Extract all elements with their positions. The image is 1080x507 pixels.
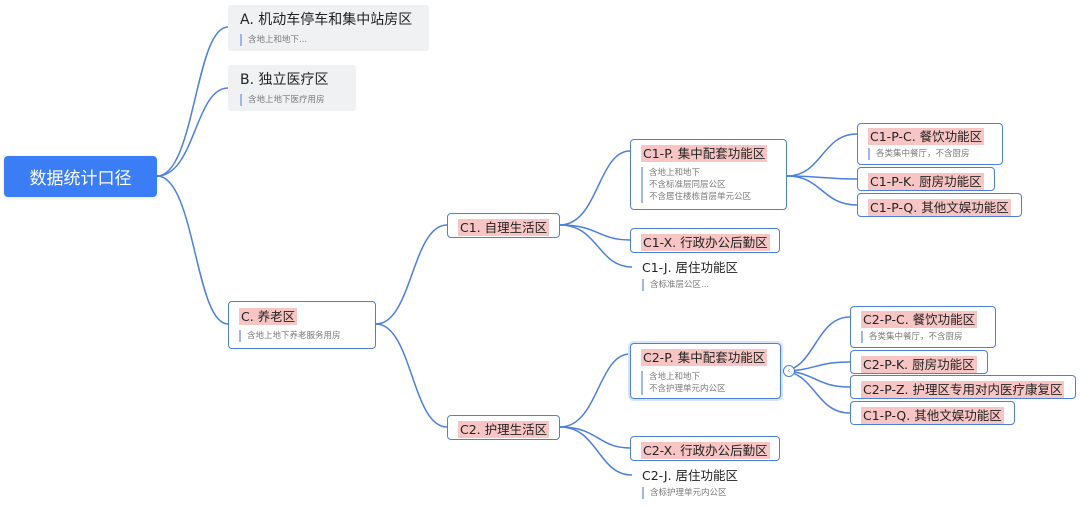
connector-c-c2 xyxy=(375,323,448,428)
node-c2x-title: C2-X. 行政办公后勤区 xyxy=(641,442,770,459)
node-c2p-title: C2-P. 集中配套功能区 xyxy=(641,349,768,366)
collapse-toggle-icon[interactable]: ‹ xyxy=(783,365,795,377)
node-c1pk-title: C1-P-K. 厨房功能区 xyxy=(868,173,984,190)
node-c1pq-title: C1-P-Q. 其他文娱功能区 xyxy=(868,199,1011,216)
node-c1p-note-1: 含地上和地下 xyxy=(649,168,701,178)
node-c1j-title: C1-J. 居住功能区 xyxy=(642,260,739,275)
node-a[interactable]: A. 机动车停车和集中站房区 含地上和地下... xyxy=(228,5,429,51)
node-c1pc[interactable]: C1-P-C. 餐饮功能区 各类集中餐厅，不含厨房 xyxy=(857,123,1003,165)
node-c2pz-title: C2-P-Z. 护理区专用对内医疗康复区 xyxy=(861,381,1065,398)
node-c1p-title: C1-P. 集中配套功能区 xyxy=(641,145,768,162)
node-c2p-notes: 含地上和地下 不含护理单元内公区 xyxy=(641,371,780,395)
root-node[interactable]: 数据统计口径 xyxy=(4,156,157,197)
node-c2pk-title: C2-P-K. 厨房功能区 xyxy=(861,356,977,373)
node-c2j[interactable]: C2-J. 居住功能区 含标护理单元内公区 xyxy=(632,465,772,503)
node-a-title: A. 机动车停车和集中站房区 xyxy=(240,12,413,28)
node-c1x[interactable]: C1-X. 行政办公后勤区 xyxy=(630,228,780,253)
connector-c2-c2p xyxy=(559,353,631,428)
node-c2pc-title: C2-P-C. 餐饮功能区 xyxy=(861,311,978,328)
node-c2pq[interactable]: C1-P-Q. 其他文娱功能区 xyxy=(850,401,1015,425)
node-c2pc-note: 各类集中餐厅，不含厨房 xyxy=(861,331,995,343)
connector-root-b xyxy=(156,87,229,177)
node-c2j-title: C2-J. 居住功能区 xyxy=(642,468,739,483)
node-a-note: 含地上和地下... xyxy=(240,34,429,46)
connector-c1p-c1pq xyxy=(786,175,858,206)
connector-c2p-c2pq xyxy=(780,370,851,414)
node-c2pq-title: C1-P-Q. 其他文娱功能区 xyxy=(861,407,1004,424)
node-c1p-notes: 含地上和地下 不含标准层同层公区 不含居住楼栋首层单元公区 xyxy=(641,167,786,203)
node-c1p-note-2: 不含标准层同层公区 xyxy=(649,180,726,190)
root-label: 数据统计口径 xyxy=(29,169,132,189)
node-c1j[interactable]: C1-J. 居住功能区 含标准层公区... xyxy=(632,257,762,293)
node-c2j-note: 含标护理单元内公区 xyxy=(642,487,772,499)
node-c2pz[interactable]: C2-P-Z. 护理区专用对内医疗康复区 xyxy=(850,375,1076,399)
node-c1j-note: 含标准层公区... xyxy=(642,279,762,291)
node-c-note: 含地上地下养老服务用房 xyxy=(239,330,375,342)
connector-c-c1 xyxy=(375,224,448,325)
node-c2pc[interactable]: C2-P-C. 餐饮功能区 各类集中餐厅，不含厨房 xyxy=(850,306,996,348)
connector-root-a xyxy=(156,26,229,177)
node-c1pc-note: 各类集中餐厅，不含厨房 xyxy=(868,148,1002,160)
node-c1p[interactable]: C1-P. 集中配套功能区 含地上和地下 不含标准层同层公区 不含居住楼栋首层单… xyxy=(630,139,787,210)
node-c2pk[interactable]: C2-P-K. 厨房功能区 xyxy=(850,350,988,374)
connector-c1p-c1pc xyxy=(786,133,858,177)
node-b-title: B. 独立医疗区 xyxy=(240,72,329,88)
connector-c2-c2j xyxy=(559,426,633,476)
node-c2x[interactable]: C2-X. 行政办公后勤区 xyxy=(630,436,780,461)
node-b[interactable]: B. 独立医疗区 含地上地下医疗用房 xyxy=(228,65,356,111)
node-c1pk[interactable]: C1-P-K. 厨房功能区 xyxy=(857,167,995,191)
node-c1pc-title: C1-P-C. 餐饮功能区 xyxy=(868,128,985,145)
connector-c1-c1j xyxy=(559,224,633,268)
node-c[interactable]: C. 养老区 含地上地下养老服务用房 xyxy=(228,301,376,349)
node-c-title: C. 养老区 xyxy=(239,308,298,325)
node-c2p-note-2: 不含护理单元内公区 xyxy=(649,384,726,394)
connector-root-c xyxy=(156,175,229,325)
connector-c1-c1p xyxy=(559,150,631,226)
node-c1x-title: C1-X. 行政办公后勤区 xyxy=(641,234,770,251)
node-c1[interactable]: C1. 自理生活区 xyxy=(447,213,560,238)
connector-c2-c2x xyxy=(559,426,631,449)
node-c2p-note-1: 含地上和地下 xyxy=(649,372,701,382)
node-c1-title: C1. 自理生活区 xyxy=(458,219,550,236)
node-c1p-note-3: 不含居住楼栋首层单元公区 xyxy=(649,192,752,202)
node-c2[interactable]: C2. 护理生活区 xyxy=(447,415,560,440)
node-c2p[interactable]: C2-P. 集中配套功能区 含地上和地下 不含护理单元内公区 xyxy=(630,343,781,399)
node-c2-title: C2. 护理生活区 xyxy=(458,421,550,438)
node-b-note: 含地上地下医疗用房 xyxy=(240,94,356,106)
node-c1pq[interactable]: C1-P-Q. 其他文娱功能区 xyxy=(857,193,1022,217)
connector-c1-c1x xyxy=(559,224,631,241)
